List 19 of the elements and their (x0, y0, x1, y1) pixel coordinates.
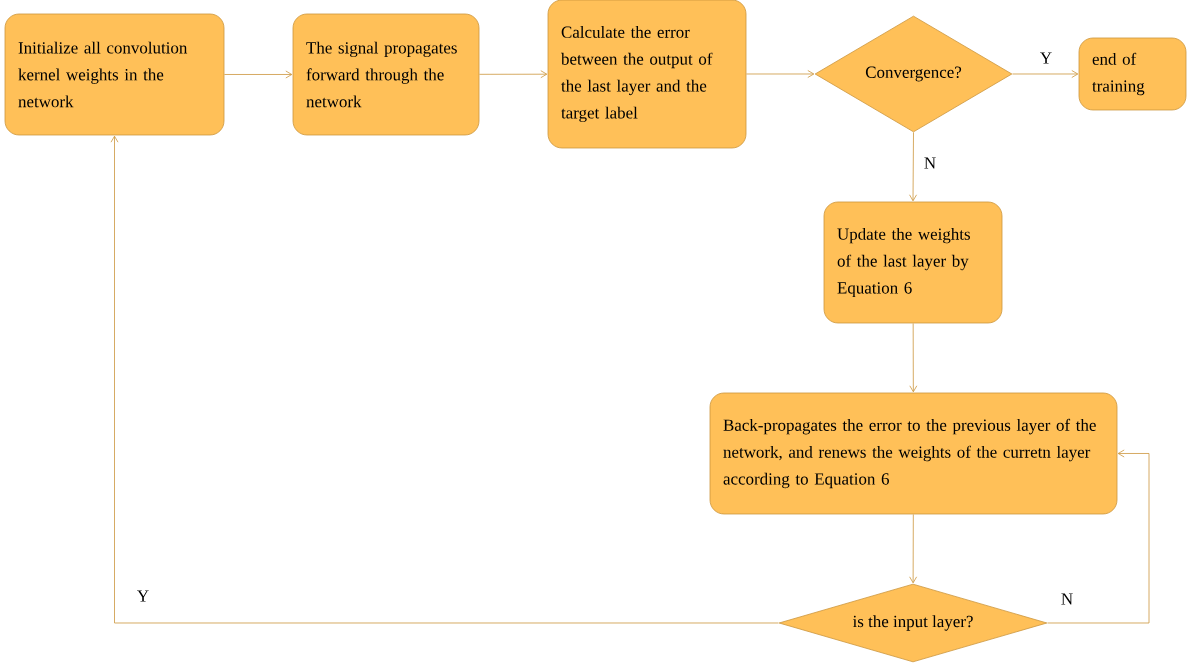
process-box: end of training (1078, 37, 1187, 111)
process-box: Update the weights of the last layer by Equation 6 (823, 201, 1003, 324)
process-box: Initialize all convolution kernel weights in the network (4, 13, 225, 136)
arrow (909, 132, 917, 202)
process-box: Calculate the error between the output of the last layer and the target label (547, 0, 747, 149)
arrow (110, 135, 779, 624)
process-box: The signal propagates forward through the network (292, 13, 480, 136)
arrow (224, 70, 293, 79)
arrow (1012, 70, 1079, 78)
edge-label: Y (135, 589, 151, 603)
process-box: Back-propagates the error to the previous layer of the network, and renews the weights of the curretn layer according to Equation 6 (709, 392, 1118, 515)
arrow (479, 70, 548, 79)
arrow (1047, 449, 1150, 624)
edge-label: N (922, 156, 938, 170)
arrow (746, 70, 815, 78)
arrow (909, 514, 918, 584)
arrow (909, 323, 918, 393)
edge-label: Y (1038, 51, 1054, 65)
edge-label: N (1059, 592, 1075, 606)
